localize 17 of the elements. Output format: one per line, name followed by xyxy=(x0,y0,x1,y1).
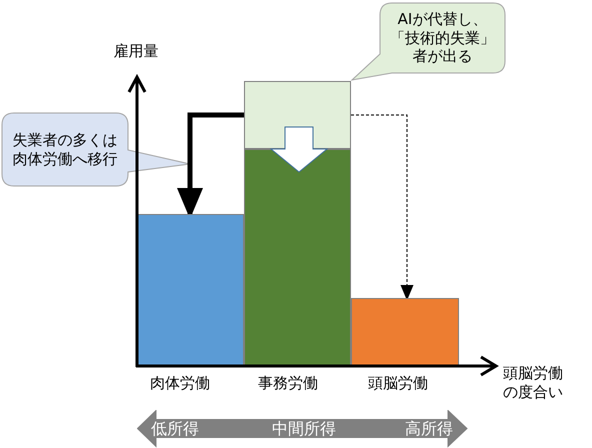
double-arrow-band xyxy=(137,410,468,448)
scale-label: 中間所得 xyxy=(272,418,336,438)
callout-text: AIが代替し、「技術的失業」者が出る xyxy=(389,10,496,66)
category-label: 頭脳労働 xyxy=(368,374,428,392)
axis-label: 頭脳労働の度合い xyxy=(503,364,564,402)
bar-segment xyxy=(244,149,351,366)
block-arrow xyxy=(270,126,328,173)
bar-segment xyxy=(244,81,351,149)
axis-label: 雇用量 xyxy=(114,42,158,60)
callout-text: 失業者の多くは肉体労働へ移行 xyxy=(12,130,118,168)
bar xyxy=(351,298,459,366)
scale-label: 低所得 xyxy=(151,418,199,438)
scale-label: 高所得 xyxy=(405,418,453,438)
bar xyxy=(137,214,244,366)
speech-bubble xyxy=(350,2,507,82)
category-label: 事務労働 xyxy=(258,374,318,392)
category-label: 肉体労働 xyxy=(150,374,210,392)
